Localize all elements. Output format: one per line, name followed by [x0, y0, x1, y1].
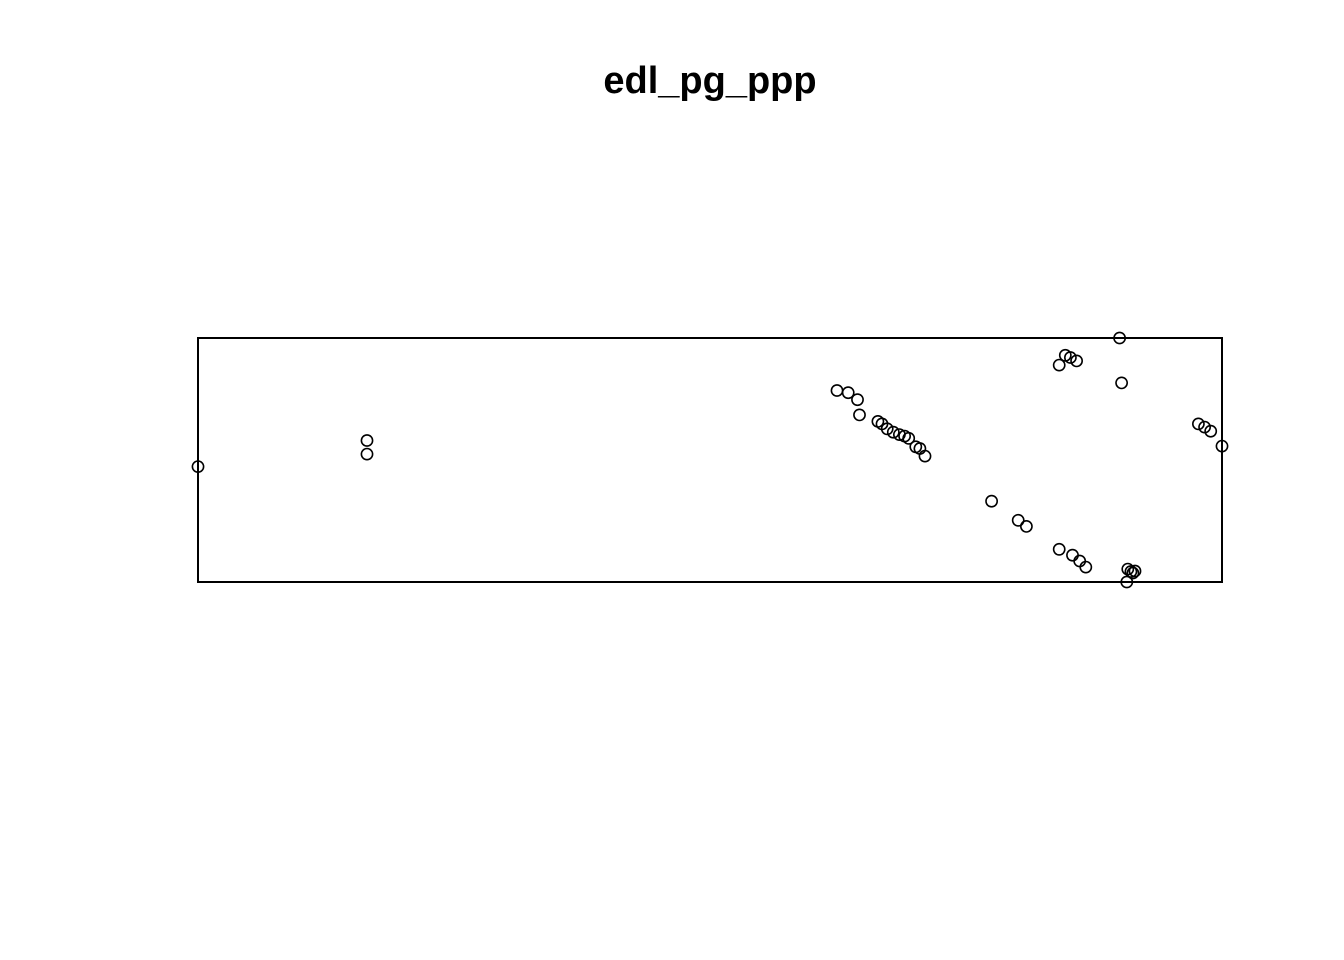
data-point-27: [1064, 351, 1077, 364]
data-point-14: [902, 431, 916, 445]
data-point-2: [360, 434, 374, 447]
data-point-5: [841, 386, 855, 400]
data-point-19: [1011, 513, 1025, 527]
data-point-29: [1113, 331, 1126, 345]
data-point-10: [880, 422, 894, 436]
data-point-24: [1079, 560, 1093, 574]
observation-window: [197, 337, 1223, 583]
data-point-3: [360, 447, 374, 461]
data-point-33: [1124, 565, 1138, 578]
data-point-35: [1128, 564, 1142, 578]
data-point-38: [1204, 424, 1218, 438]
data-point-18: [985, 494, 998, 508]
data-point-17: [918, 449, 932, 463]
data-point-6: [851, 393, 864, 407]
data-point-34: [1126, 566, 1140, 580]
data-point-36: [1192, 417, 1205, 431]
data-point-4: [830, 384, 844, 397]
data-point-23: [1073, 554, 1087, 568]
point-pattern: [191, 331, 1229, 589]
data-point-21: [1052, 542, 1066, 556]
data-point-22: [1066, 548, 1079, 562]
data-point-28: [1070, 354, 1083, 368]
data-point-11: [886, 425, 900, 439]
data-point-1: [191, 460, 205, 473]
data-point-30: [1115, 376, 1128, 390]
chart-title: edl_pg_ppp: [603, 60, 816, 102]
data-point-20: [1020, 520, 1033, 533]
data-point-7: [853, 408, 866, 422]
data-point-39: [1215, 439, 1229, 453]
data-point-25: [1052, 358, 1066, 372]
